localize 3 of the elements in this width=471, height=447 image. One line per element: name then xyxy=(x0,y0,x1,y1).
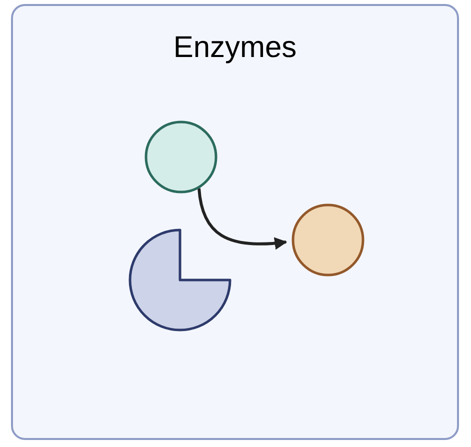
panel-title: Enzymes xyxy=(173,30,297,66)
arrow xyxy=(198,188,288,250)
panel-box xyxy=(11,4,459,440)
